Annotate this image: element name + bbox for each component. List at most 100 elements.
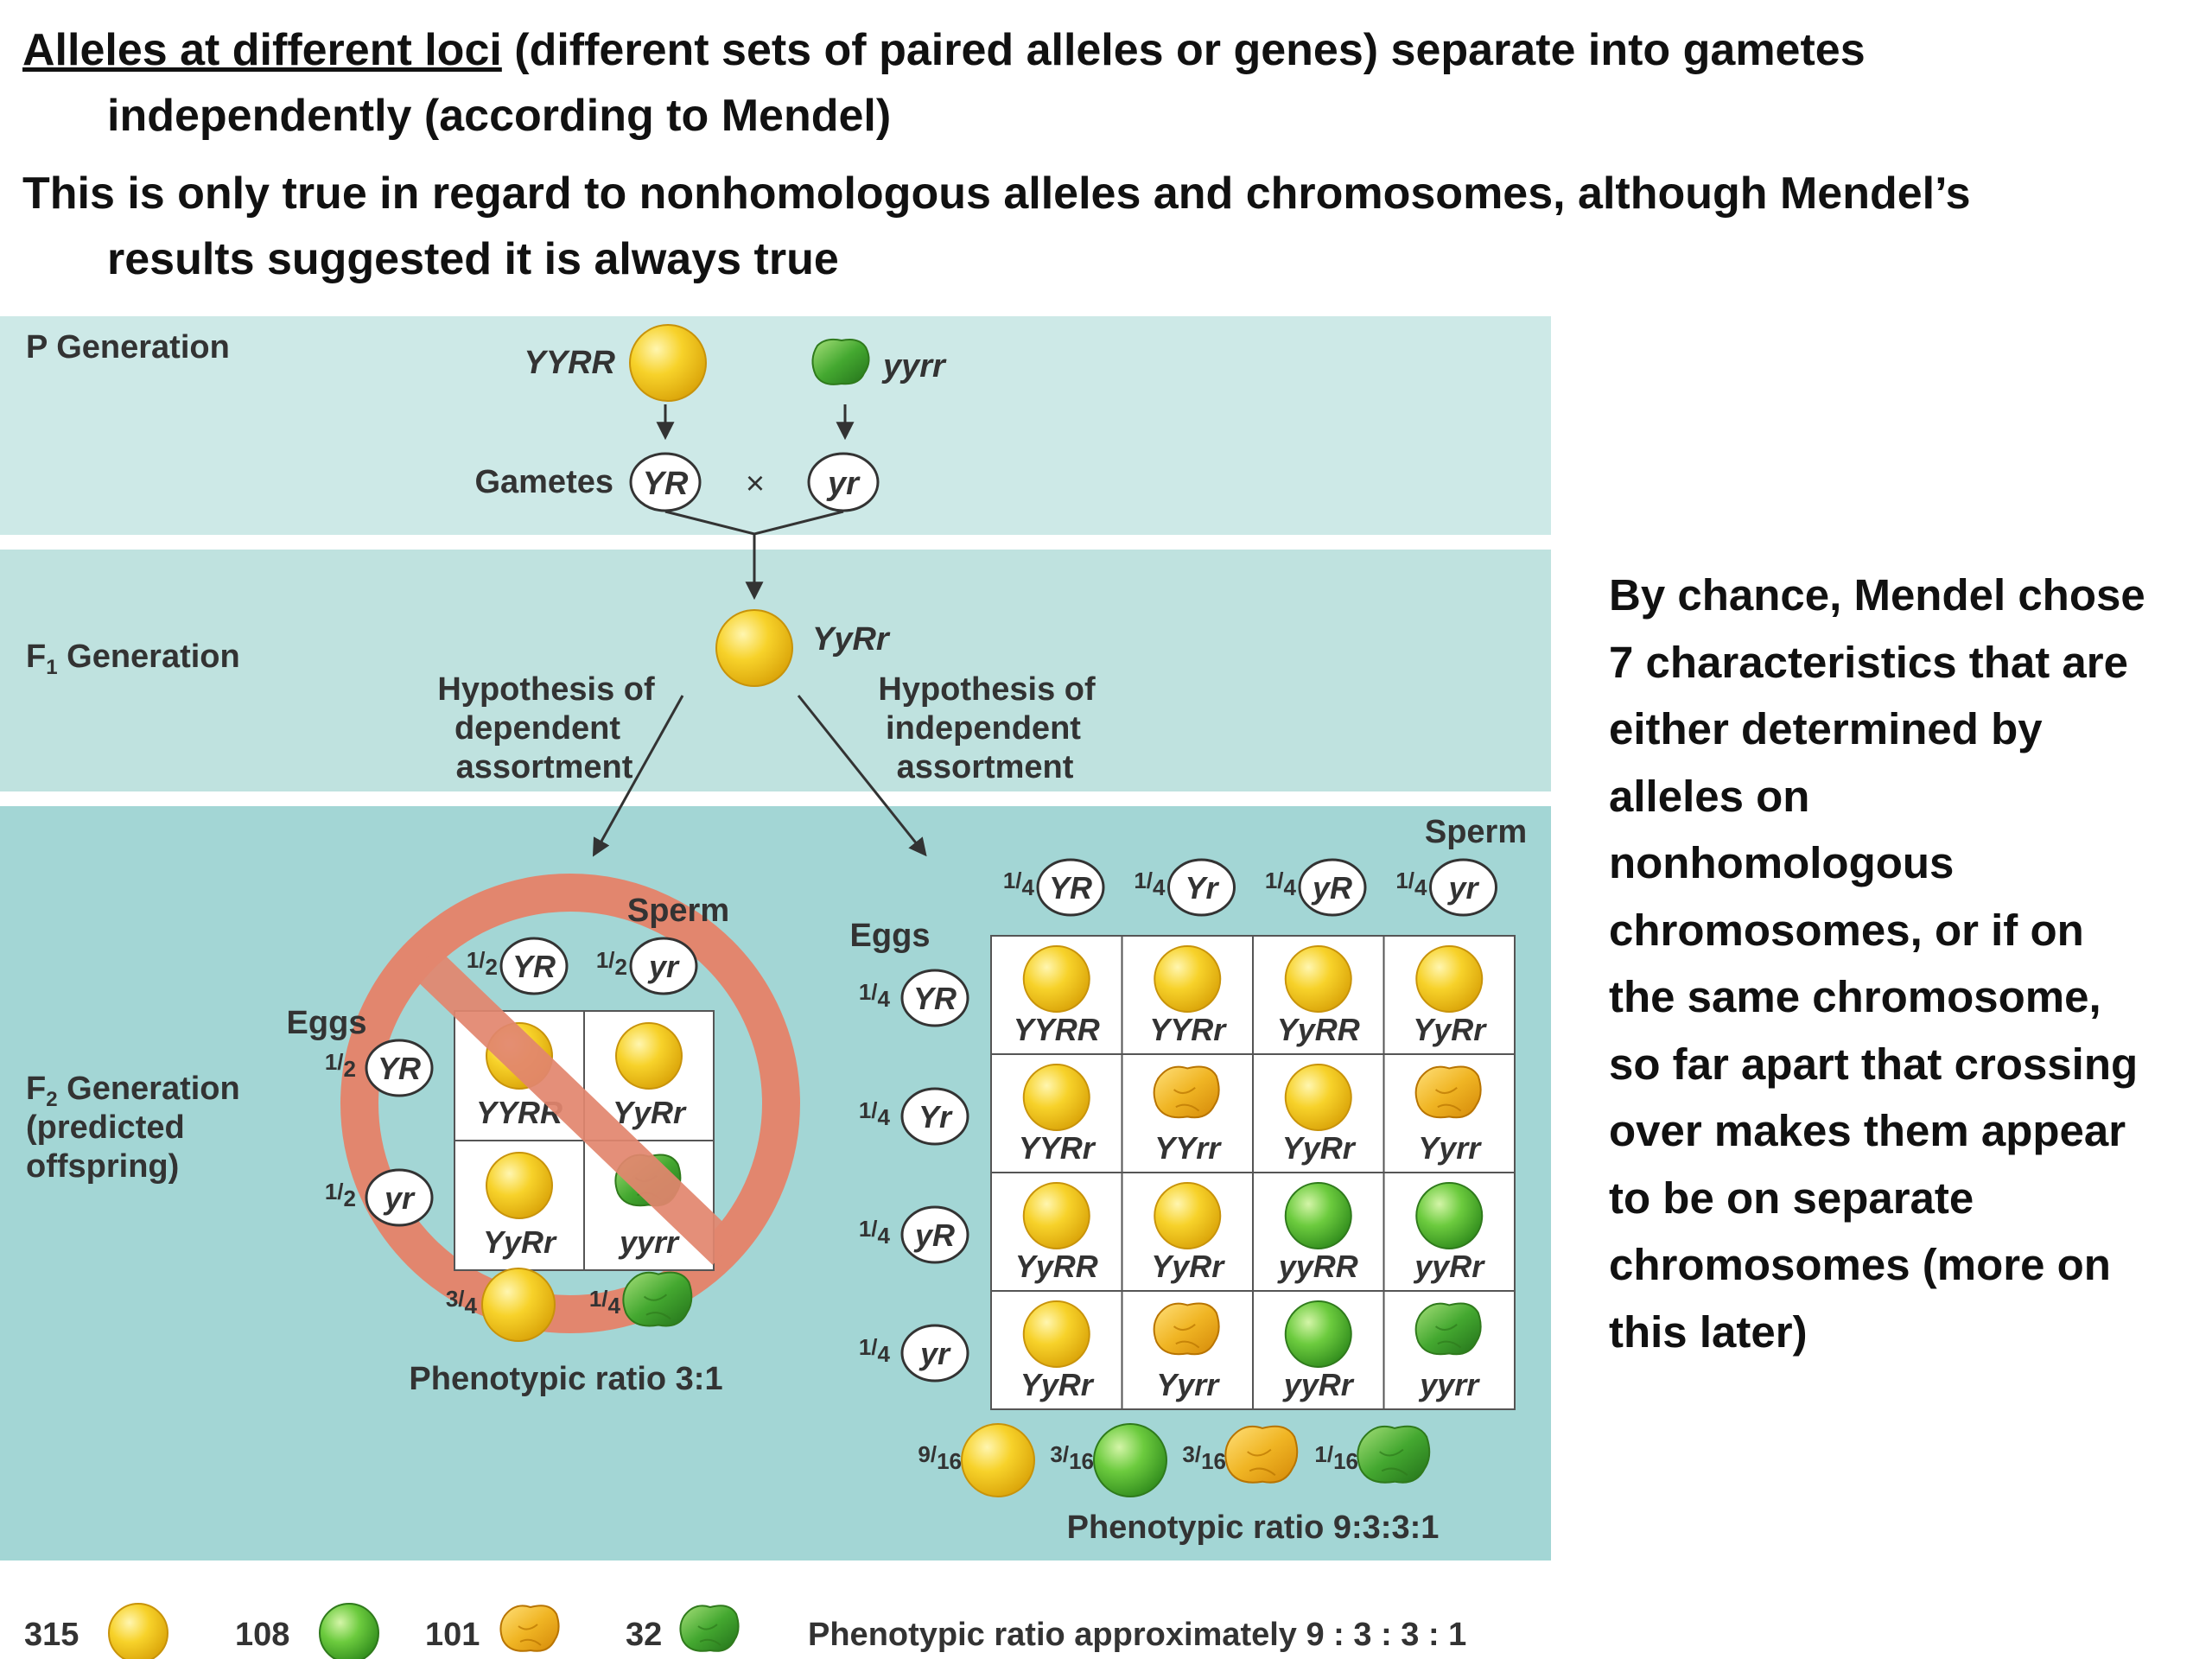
side-text-line: chromosomes (more on	[1609, 1240, 2111, 1289]
independent-cell-genotype: YYRr	[1149, 1012, 1227, 1047]
gametes-label: Gametes	[474, 464, 613, 500]
dependent-ratio-yellow-icon	[481, 1268, 556, 1342]
dependent-egg-gamete: YR	[365, 1039, 434, 1097]
hypothesis-dependent-line3: assortment	[456, 749, 633, 785]
header-line-1: Alleles at different loci (different set…	[22, 17, 1866, 83]
dependent-egg-fraction: 1/2	[325, 1179, 356, 1211]
independent-ratio-seed-icon	[1357, 1425, 1431, 1484]
independent-ratio-fraction: 1/16	[1314, 1441, 1358, 1474]
dependent-ratio-label: Phenotypic ratio 3:1	[409, 1361, 722, 1397]
independent-egg-fraction: 1/4	[859, 1334, 891, 1367]
observed-ratio-label: Phenotypic ratio approximately 9 : 3 : 3…	[808, 1617, 1466, 1653]
independent-ratio-fraction: 3/16	[1182, 1441, 1226, 1474]
hypothesis-dependent-line2: dependent	[454, 710, 620, 747]
dependent-ratio-fraction: 3/4	[446, 1286, 478, 1319]
independent-cell-seed-icon	[1284, 1300, 1352, 1368]
dependent-egg-fraction: 1/2	[325, 1049, 356, 1082]
independent-cell-seed-icon	[1414, 1302, 1482, 1356]
independent-egg-gamete: YR	[900, 969, 969, 1027]
independent-sperm-fraction: 1/4	[1003, 868, 1035, 900]
observed-seed-icon	[319, 1603, 379, 1659]
gamete-label: YR	[512, 949, 556, 984]
hypothesis-independent-line3: assortment	[897, 749, 1074, 785]
independent-egg-gamete: Yr	[900, 1087, 969, 1146]
independent-sperm-gamete: YR	[1036, 858, 1105, 917]
prohibition-ring	[340, 874, 800, 1333]
independent-cell-seed-icon	[1414, 1065, 1482, 1119]
side-text-line: chromosomes, or if on	[1609, 905, 2084, 955]
independent-cell-seed-icon	[1154, 945, 1222, 1013]
independent-sperm-gamete: yr	[1429, 858, 1497, 917]
independent-ratio-fraction: 9/16	[918, 1441, 962, 1474]
independent-cell-seed-icon	[1415, 945, 1484, 1013]
independent-cell-genotype: YyRr	[1413, 1012, 1487, 1047]
dependent-egg-gamete: yr	[365, 1168, 434, 1227]
independent-cell-seed-icon	[1022, 1182, 1090, 1249]
f2-generation-line3: offspring)	[26, 1148, 179, 1185]
independent-cell-seed-icon	[1022, 1300, 1090, 1368]
independent-cell-genotype: YyRr	[1020, 1367, 1095, 1402]
dependent-eggs-label: Eggs	[287, 1005, 367, 1041]
header-underlined-term: Alleles at different loci	[22, 25, 502, 75]
observed-count: 101	[425, 1617, 480, 1653]
f2-generation-label: F2 Generation	[26, 1071, 240, 1111]
observed-band	[0, 1560, 1551, 1566]
independent-cell-seed-icon	[1284, 1064, 1352, 1131]
independent-eggs-label: Eggs	[850, 918, 931, 954]
independent-ratio-seed-icon	[961, 1423, 1035, 1497]
side-explanation: By chance, Mendel chose 7 characteristic…	[1609, 562, 2205, 1365]
f1-seed-icon	[715, 609, 793, 687]
observed-count: 315	[24, 1617, 79, 1653]
p-generation-band	[0, 316, 1551, 535]
independent-egg-fraction: 1/4	[859, 1216, 891, 1249]
gamete-label: YR	[913, 981, 957, 1016]
independent-ratio-label: Phenotypic ratio 9:3:3:1	[1067, 1510, 1440, 1546]
independent-sperm-fraction: 1/4	[1134, 868, 1166, 900]
independent-cell-genotype: YyRr	[1151, 1249, 1225, 1284]
dependent-cell-seed-icon	[486, 1152, 553, 1219]
parent1-genotype: YYRR	[524, 345, 615, 381]
side-text-line: so far apart that crossing	[1609, 1039, 2139, 1089]
independent-egg-gamete: yr	[900, 1324, 969, 1382]
prohibition-slash	[410, 947, 740, 1265]
dependent-cell-seed-icon	[615, 1022, 683, 1090]
independent-cell-genotype: YyRR	[1277, 1012, 1360, 1047]
independent-ratio-seed-icon	[1224, 1425, 1299, 1484]
dependent-sperm-fraction: 1/2	[596, 947, 627, 980]
gamete-label: YR	[378, 1051, 421, 1086]
p-generation-label: P Generation	[26, 329, 230, 365]
header-line-3: This is only true in regard to nonhomolo…	[22, 168, 1971, 219]
independent-cell-genotype: YYRR	[1014, 1012, 1100, 1047]
gamete-label: Yr	[1185, 870, 1219, 906]
independent-cell-seed-icon	[1022, 945, 1090, 1013]
independent-cell-genotype: Yyrr	[1156, 1367, 1220, 1402]
independent-cell-seed-icon	[1153, 1302, 1220, 1356]
independent-cell-seed-icon	[1022, 1064, 1090, 1131]
observed-count: 108	[235, 1617, 289, 1653]
observed-count: 32	[626, 1617, 662, 1653]
dependent-sperm-gamete: YR	[499, 937, 569, 995]
side-text-line: alleles on	[1609, 771, 1810, 821]
gamete-label: Yr	[918, 1099, 953, 1135]
dependent-sperm-gamete: yr	[629, 937, 698, 995]
gamete-label: yr	[918, 1336, 951, 1371]
dependent-cell-genotype: YyRr	[483, 1224, 557, 1260]
side-text-line: either determined by	[1609, 704, 2043, 753]
gamete-yr-dominant: YR	[629, 452, 702, 512]
dependent-ratio-fraction: 1/4	[589, 1286, 621, 1319]
independent-cell-genotype: YyRr	[1282, 1130, 1357, 1166]
gamete-label: yr	[383, 1180, 416, 1216]
independent-cell-seed-icon	[1284, 945, 1352, 1013]
independent-ratio-fraction: 3/16	[1050, 1441, 1094, 1474]
header-line-1-rest: (different sets of paired alleles or gen…	[501, 25, 1866, 75]
independent-cell-genotype: yyRr	[1413, 1249, 1485, 1284]
cross-symbol: ×	[746, 466, 765, 502]
gamete-label: YR	[1049, 870, 1092, 906]
f1-genotype: YyRr	[812, 621, 891, 658]
independent-cell-genotype: YYrr	[1154, 1130, 1222, 1166]
independent-sperm-gamete: Yr	[1167, 858, 1236, 917]
independent-cell-seed-icon	[1415, 1182, 1484, 1249]
independent-sperm-gamete: yR	[1298, 858, 1367, 917]
